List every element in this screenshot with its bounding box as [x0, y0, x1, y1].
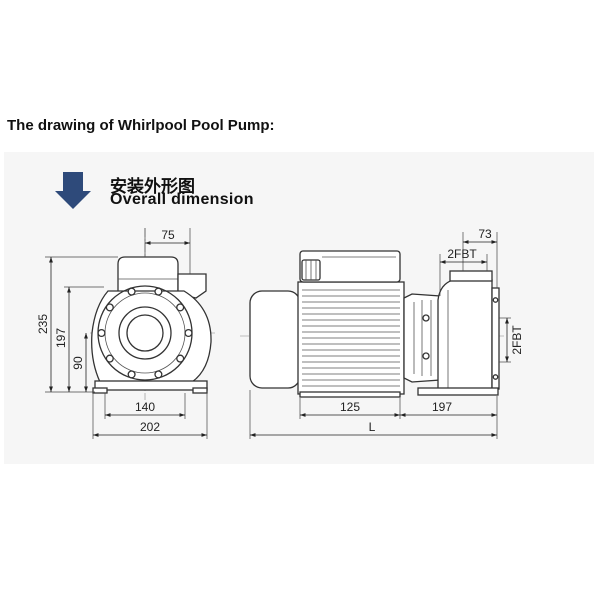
front-base [94, 380, 208, 391]
inlet-port-inner [126, 314, 164, 352]
volute-bolt [105, 354, 114, 363]
front-foot-left [92, 387, 108, 394]
volute-bolt [105, 303, 114, 312]
adapter-bolt [422, 314, 430, 322]
dim-label-bottom-inner: 140 [135, 400, 155, 414]
page-title: The drawing of Whirlpool Pool Pump: [7, 117, 275, 134]
motor-fin-group [302, 289, 400, 387]
section-heading-en: Overall dimension [110, 191, 254, 208]
dim-label-bottom-right: 197 [432, 400, 452, 414]
pump-flange [491, 287, 500, 390]
bolt-group [97, 287, 193, 379]
volute-bolt [127, 287, 136, 296]
front-view: 75 235 197 90 140 202 [36, 228, 215, 439]
pump-top-housing [117, 256, 179, 295]
dim-label-left-outer: 235 [36, 314, 50, 334]
volute-bolt [154, 370, 163, 379]
volute-bolt [184, 328, 193, 338]
pump-outlet [449, 270, 493, 282]
dim-label-left-middle: 197 [54, 328, 68, 348]
motor-foot [299, 391, 401, 398]
flange-bolt [492, 297, 499, 303]
flange-bolt [492, 374, 499, 380]
dim-label-overall: L [369, 420, 376, 434]
side-view: 73 2FBT 2FBT 125 197 L [240, 227, 524, 439]
front-foot-right [192, 387, 208, 394]
pump-base [417, 387, 499, 396]
dim-label-inlet: 2FBT [510, 325, 524, 355]
down-arrow-icon [55, 172, 91, 209]
dim-label-top: 75 [161, 228, 175, 242]
volute-bolt [176, 303, 185, 312]
pump-volute [437, 279, 493, 391]
terminal-box [299, 250, 401, 283]
motor-end-cap [249, 290, 301, 389]
dim-label-left-inner: 90 [71, 356, 85, 370]
volute-bolt [127, 370, 136, 379]
dim-label-outlet: 2FBT [447, 247, 477, 261]
volute-bolt [97, 328, 106, 338]
section-heading-cn: 安装外形图 [110, 177, 195, 197]
dim-label-bottom-outer: 202 [140, 420, 160, 434]
dim-label-bottom-left: 125 [340, 400, 360, 414]
adapter-bolt [422, 352, 430, 360]
volute-bolt [176, 354, 185, 363]
dim-label-top-right: 73 [478, 227, 492, 241]
volute-bolt [154, 287, 163, 296]
